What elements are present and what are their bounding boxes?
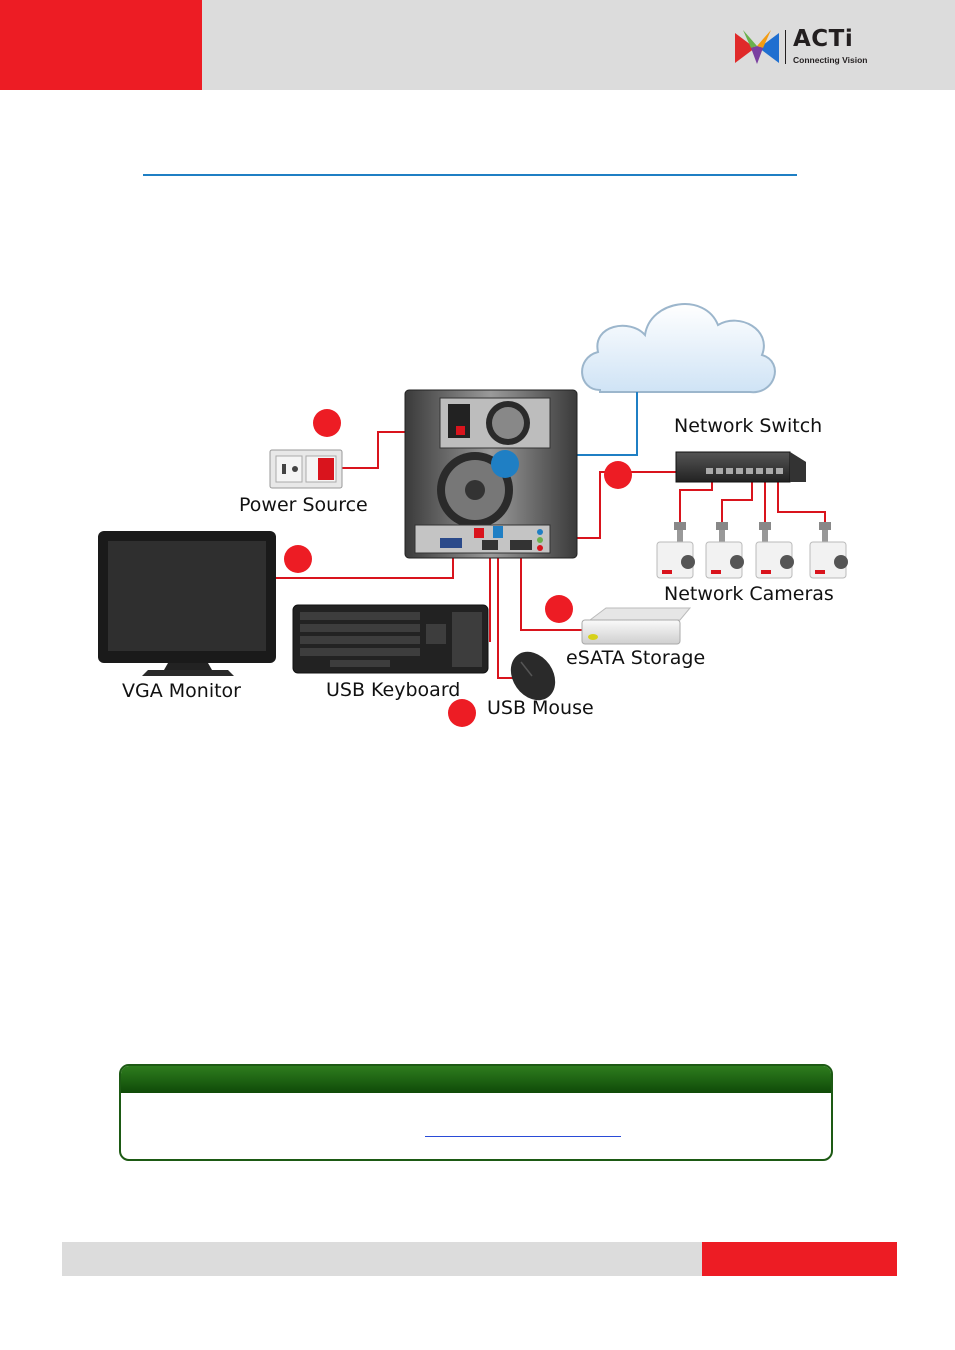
marker-monitor [284,545,312,573]
usb-keyboard-icon [292,604,489,674]
camera2-cable-line [721,472,753,525]
note-header [121,1066,831,1093]
camera-4-icon [809,522,848,579]
camera-1-icon [656,522,695,579]
logo-separator [785,30,786,64]
logo-brand-name: ACTi [793,26,854,52]
mouse-cable-line [497,548,515,679]
power-outlet-icon [269,449,343,489]
marker-switch [604,461,632,489]
usb-mouse-icon [510,651,556,701]
vga-monitor-icon [98,531,276,676]
label-network-cameras: Network Cameras [664,583,834,605]
camera-3-icon [755,522,794,579]
footer-red-block [702,1242,897,1276]
acti-logo: ACTi Connecting Vision [733,26,873,68]
internet-cloud-icon [581,303,776,394]
acti-logo-icon [735,30,779,64]
camera4-cable-line [777,472,826,525]
esata-cable-line [520,555,590,631]
marker-power [313,409,341,437]
marker-storage [545,595,573,623]
logo-tagline: Connecting Vision [793,55,868,65]
camera-2-icon [705,522,744,579]
header-red-block [0,0,202,90]
note-link-underline[interactable] [425,1136,621,1137]
label-power-source: Power Source [239,494,368,516]
label-network-switch: Network Switch [674,415,823,437]
note-box [119,1064,833,1161]
vga-cable-line [276,555,454,579]
esata-storage-icon [581,607,692,645]
step-markers [284,409,632,727]
label-vga-monitor: VGA Monitor [122,680,241,702]
marker-usb [448,699,476,727]
network-switch-icon [675,451,806,483]
connection-diagram [98,303,848,727]
footer-bar [62,1242,702,1276]
label-esata-storage: eSATA Storage [566,647,706,669]
marker-internet [491,450,519,478]
nvr-server-icon [404,389,578,559]
label-usb-mouse: USB Mouse [487,697,594,719]
label-usb-keyboard: USB Keyboard [326,679,461,701]
title-underline [143,174,797,176]
network-camera-icons [656,522,848,579]
